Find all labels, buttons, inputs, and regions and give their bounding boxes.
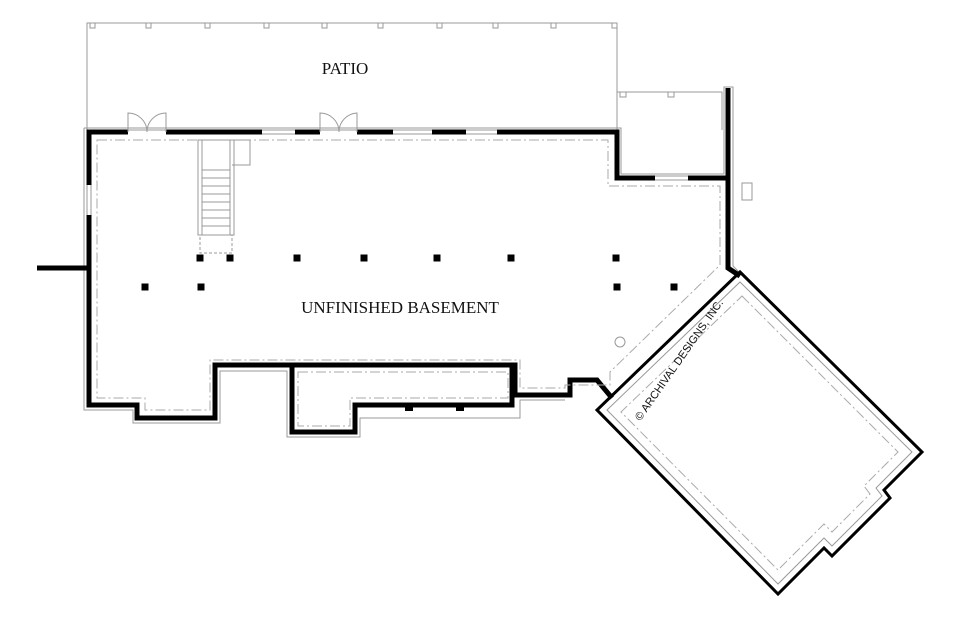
column xyxy=(433,254,441,262)
column xyxy=(613,283,621,291)
patio-post xyxy=(436,22,443,29)
patio-doors xyxy=(127,112,358,133)
patio-post xyxy=(89,22,96,29)
drain-circle xyxy=(614,336,626,348)
patio-post xyxy=(492,22,499,29)
patio-post xyxy=(204,22,211,29)
patio-post xyxy=(263,22,270,29)
patio-post xyxy=(550,22,557,29)
foundation-outline xyxy=(83,86,746,438)
patio-post xyxy=(377,22,384,29)
garage-block xyxy=(594,269,925,597)
exterior-walls xyxy=(37,88,742,435)
basement-label: UNFINISHED BASEMENT xyxy=(301,298,499,317)
column xyxy=(507,254,515,262)
patio-post xyxy=(145,22,152,29)
patio-area xyxy=(86,22,723,131)
column xyxy=(293,254,301,262)
columns xyxy=(141,254,678,291)
patio-post xyxy=(611,22,618,29)
interior-line xyxy=(96,139,721,411)
windows xyxy=(86,129,688,215)
stairs xyxy=(197,139,251,254)
column xyxy=(612,254,620,262)
patio-label: PATIO xyxy=(322,59,369,78)
column xyxy=(360,254,368,262)
patio-post xyxy=(321,22,328,29)
column xyxy=(197,283,205,291)
column xyxy=(196,254,204,262)
column xyxy=(226,254,234,262)
column xyxy=(141,283,149,291)
meter-box xyxy=(741,182,753,201)
column xyxy=(670,283,678,291)
